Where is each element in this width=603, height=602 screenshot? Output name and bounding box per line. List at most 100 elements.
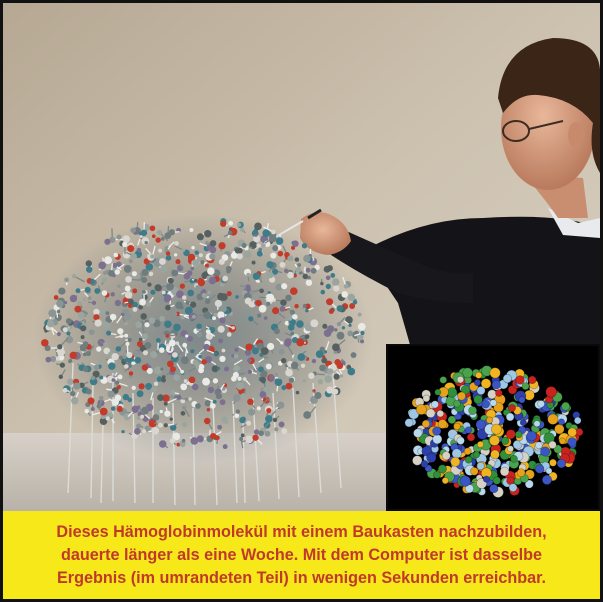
atom [150,350,158,359]
atom [97,359,103,365]
atom [327,368,334,375]
atom [128,371,134,376]
sphere [426,452,437,463]
atom [99,417,108,425]
atom [63,300,68,305]
atom [290,245,296,250]
atom [272,245,279,252]
atom [131,385,136,391]
atom [294,303,299,309]
bond [233,358,245,366]
atom [132,288,138,294]
atom [357,322,366,331]
sphere [545,467,553,475]
atom [325,283,331,290]
atom [296,320,304,328]
atom [104,256,112,265]
atom [161,290,166,295]
atom [110,406,116,411]
atom [252,272,261,280]
atom [258,430,264,437]
sphere [573,416,582,425]
atom [114,269,120,275]
atom [203,311,212,320]
atom [66,331,71,336]
atom [194,250,199,255]
atom [131,361,135,366]
atom [266,301,271,306]
atom [315,350,324,359]
atom [209,402,216,409]
atom [180,315,185,320]
atom [319,364,326,372]
atom [252,434,259,441]
atom [201,293,207,298]
sphere [433,470,441,479]
sphere [459,475,471,487]
atom [182,342,188,348]
atom [278,348,285,355]
atom [96,346,102,352]
atom [192,259,200,267]
atom [132,307,138,312]
sphere [526,430,537,442]
atom [285,294,292,302]
atom [207,386,215,394]
atom [213,351,218,356]
atom [247,358,252,363]
atom [208,276,217,285]
atom [50,356,57,363]
atom [245,343,253,351]
atom [55,356,60,361]
atom [187,289,195,297]
atom [256,406,261,411]
atom [144,240,148,245]
sphere [505,429,516,440]
atom [290,331,295,336]
atom [175,259,181,265]
atom [348,323,352,328]
atom [231,354,235,358]
sphere [466,433,476,442]
atom [179,283,186,289]
caption-box: Dieses Hämoglobinmolekül mit einem Bauka… [3,511,600,599]
atom [280,341,284,345]
atom [91,300,97,305]
atom [208,292,214,298]
sphere [505,412,515,422]
atom [240,433,245,438]
atom [145,382,153,390]
atom [326,386,334,394]
atom [336,362,344,370]
atom [169,417,173,421]
caption-line-2: dauerte länger als eine Woche. Mit dem C… [61,545,542,564]
atom [54,314,62,322]
sphere [558,437,566,445]
atom [233,353,239,359]
atom [269,234,277,243]
atom [236,253,243,260]
sphere [554,423,565,435]
atom [181,405,187,410]
atom [138,231,143,236]
atom [160,237,165,241]
atom [333,373,340,380]
atom [156,376,163,382]
atom [280,358,287,364]
atom [293,274,297,278]
atom [253,429,260,435]
atom [184,306,193,315]
atom [333,285,340,292]
atom [341,326,346,330]
atom [138,337,143,342]
atom [266,342,275,351]
atom [172,432,181,441]
person-arm [328,225,473,303]
atom [150,289,156,295]
atom [320,289,326,295]
atom [159,258,166,265]
atom [152,414,160,421]
atom [247,398,254,406]
atom [281,428,288,435]
sphere [456,436,465,445]
